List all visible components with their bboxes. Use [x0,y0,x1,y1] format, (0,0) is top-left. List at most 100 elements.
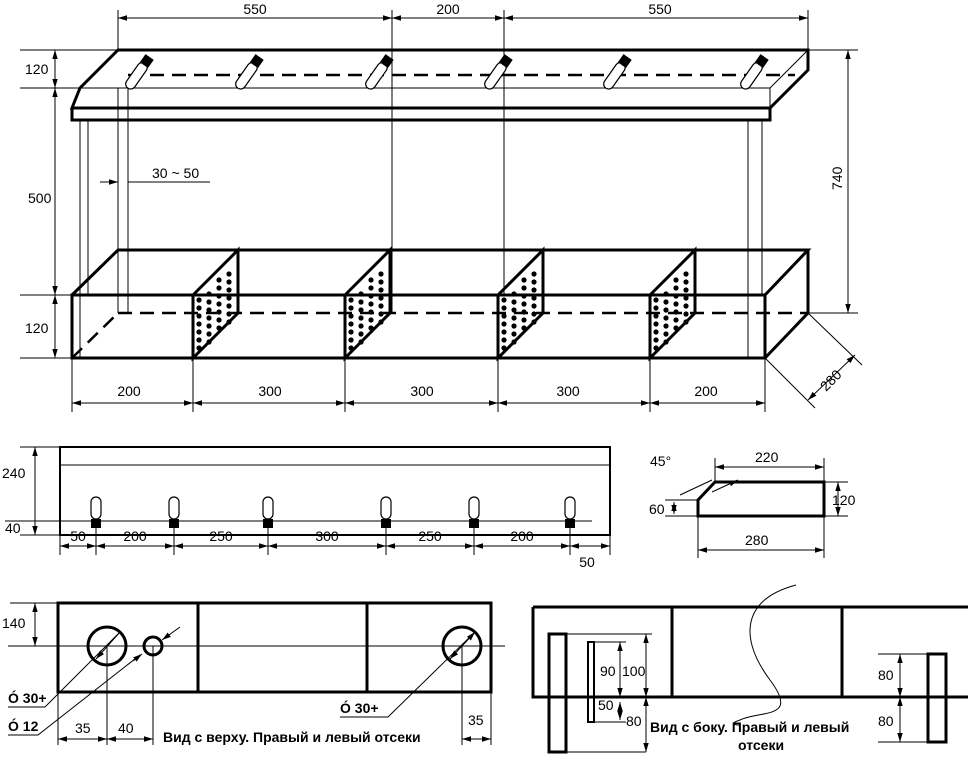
top-tray [69,48,810,122]
hole-dot [683,311,689,317]
hole-dot [683,303,689,309]
lamp-icon [740,54,769,90]
hole-dot [358,299,364,305]
hole-dot [521,309,527,315]
hole-dot [368,285,374,291]
hole-dot [653,329,659,335]
hole-dot [511,339,517,345]
dim-50: 50 [598,697,614,713]
hole-dot [511,315,517,321]
hole-dot [673,309,679,315]
hole-dot [216,309,222,315]
hole-dot [226,319,232,325]
hole-dot [653,305,659,311]
hole-dot [673,293,679,299]
hole-dot [653,345,659,351]
dim-depth: 280 [817,366,845,394]
hole-dot [378,303,384,309]
hole-dot [531,279,537,285]
dim-front-base: 40 [5,520,21,536]
hole-dot [358,291,364,297]
hole-dot [368,317,374,323]
hole-dot [348,345,354,351]
dim-front-spacing: 50 [70,528,86,544]
dim-gap: 30 ~ 50 [152,165,199,181]
hole-dot [378,287,384,293]
hole-dot [216,325,222,331]
hole-dot [196,345,202,351]
hole-dot [196,329,202,335]
lamp-icon [468,496,480,520]
lamp-icon [380,496,392,520]
dim-front-height: 240 [2,465,26,481]
hole-dot [511,323,517,329]
hole-dot [683,287,689,293]
tall-pipe [547,632,568,754]
hole-dot [521,277,527,283]
side-view: 90 100 50 80 80 80 Вид с боку. Правый и … [531,584,968,754]
hole-dot [663,331,669,337]
dim-40: 40 [118,720,134,736]
dim-bottom-2: 300 [258,383,282,399]
hole-dot [683,295,689,301]
lamp-icon [603,54,632,90]
lamp-icon [125,54,154,90]
hole-dot [653,313,659,319]
dim-top-1: 550 [243,1,267,17]
hole-dot [196,305,202,311]
hole-dot [368,325,374,331]
hole-dot [521,293,527,299]
hole-dot [216,277,222,283]
hole-dot [663,299,669,305]
hole-dot [673,317,679,323]
hole-dot [358,339,364,345]
dim-front-spacing: 50 [579,554,595,570]
hole-dot [501,305,507,311]
label-hole-1: Ó 30+ [8,689,47,706]
hole-dot [511,299,517,305]
hole-dot [196,313,202,319]
label-hole-2: Ó 12 [8,717,39,734]
hole-dot [511,331,517,337]
hole-dot [216,293,222,299]
lamp-icon [90,496,102,520]
dim-left-3: 120 [25,320,49,336]
dim-profile-bottom: 280 [745,532,769,548]
hole-dot [673,301,679,307]
hole-dot [531,295,537,301]
hole-dot [653,337,659,343]
hole-dot [358,323,364,329]
hole-dot [663,315,669,321]
dim-35-right: 35 [468,712,484,728]
hole-dot [531,287,537,293]
hole-dot [206,339,212,345]
hole-dot [521,285,527,291]
hole-dot [348,313,354,319]
profile-view: 45° 220 280 120 60 [649,449,856,558]
dim-angle: 45° [650,453,671,469]
hole-dot [206,291,212,297]
hole-dot [378,271,384,277]
hole-dot [358,307,364,313]
bulbs [125,54,769,90]
hole-dot [348,305,354,311]
dim-front-spacing: 300 [315,528,339,544]
hole-dot [368,277,374,283]
hole-dot [348,337,354,343]
top-view: 140 Ó 30+ Ó 12 Ó 30+ 35 40 35 Вид с верх… [2,601,505,745]
hole-dot [226,271,232,277]
right-pipe [926,652,948,744]
iso-dimensions: 550 200 550 120 500 120 30 ~ 50 740 280 … [20,1,863,412]
sideview-caption-2: отсеки [738,737,784,753]
hole-dot [683,271,689,277]
hole-dot [378,279,384,285]
lamp-icon [235,54,264,90]
hole-dot [196,321,202,327]
dim-bottom-3: 300 [410,383,434,399]
dim-80-right-bottom: 80 [878,713,894,729]
lamp-icon [262,496,274,520]
dim-left-2: 500 [28,190,52,206]
hole-dot [378,311,384,317]
hole-dot [683,319,689,325]
